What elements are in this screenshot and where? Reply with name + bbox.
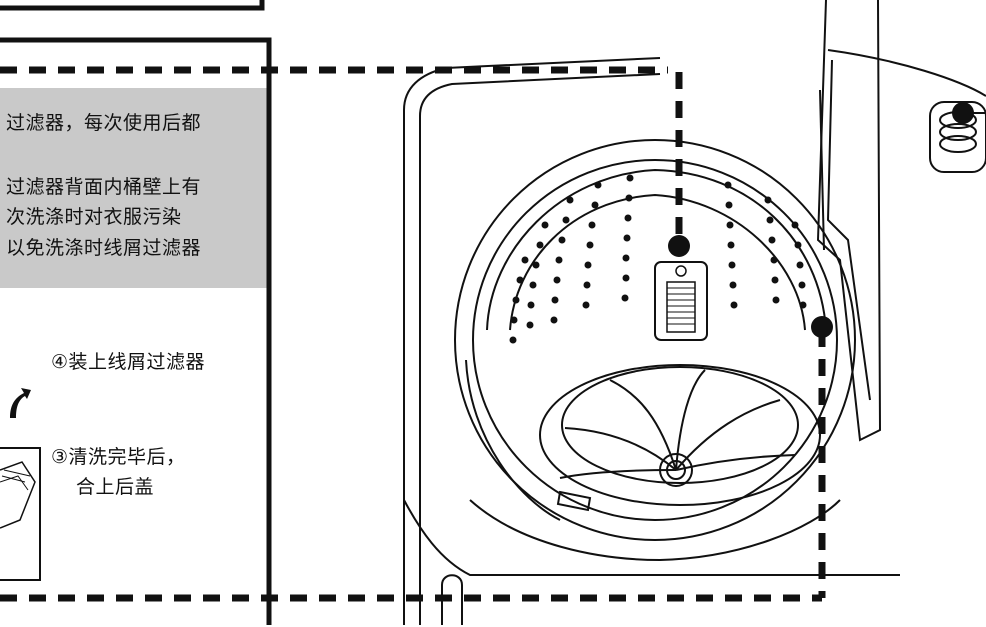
note-line-4: 以免洗涤时线屑过滤器: [6, 237, 202, 259]
upper-frame-edge: [0, 0, 265, 11]
curved-arrow-icon: [10, 388, 31, 418]
note-box: [0, 88, 269, 288]
pointer-dot-icon: [811, 316, 833, 338]
note-line-2: 过滤器背面内桶壁上有: [6, 176, 202, 198]
left-frame: [0, 37, 272, 625]
step-4-label: ④装上线屑过滤器: [51, 351, 206, 373]
pointer-dot-icon: [668, 235, 690, 257]
note-line-3: 次洗涤时对衣服污染: [6, 206, 182, 228]
step-3-label-line-2: 合上后盖: [76, 476, 155, 498]
step-3-label-line-1: ③清洗完毕后，: [51, 446, 186, 468]
lint-filter-icon: [654, 261, 708, 341]
step-3-illustration: [0, 447, 41, 581]
note-line-1: 过滤器，每次使用后都: [6, 112, 202, 134]
